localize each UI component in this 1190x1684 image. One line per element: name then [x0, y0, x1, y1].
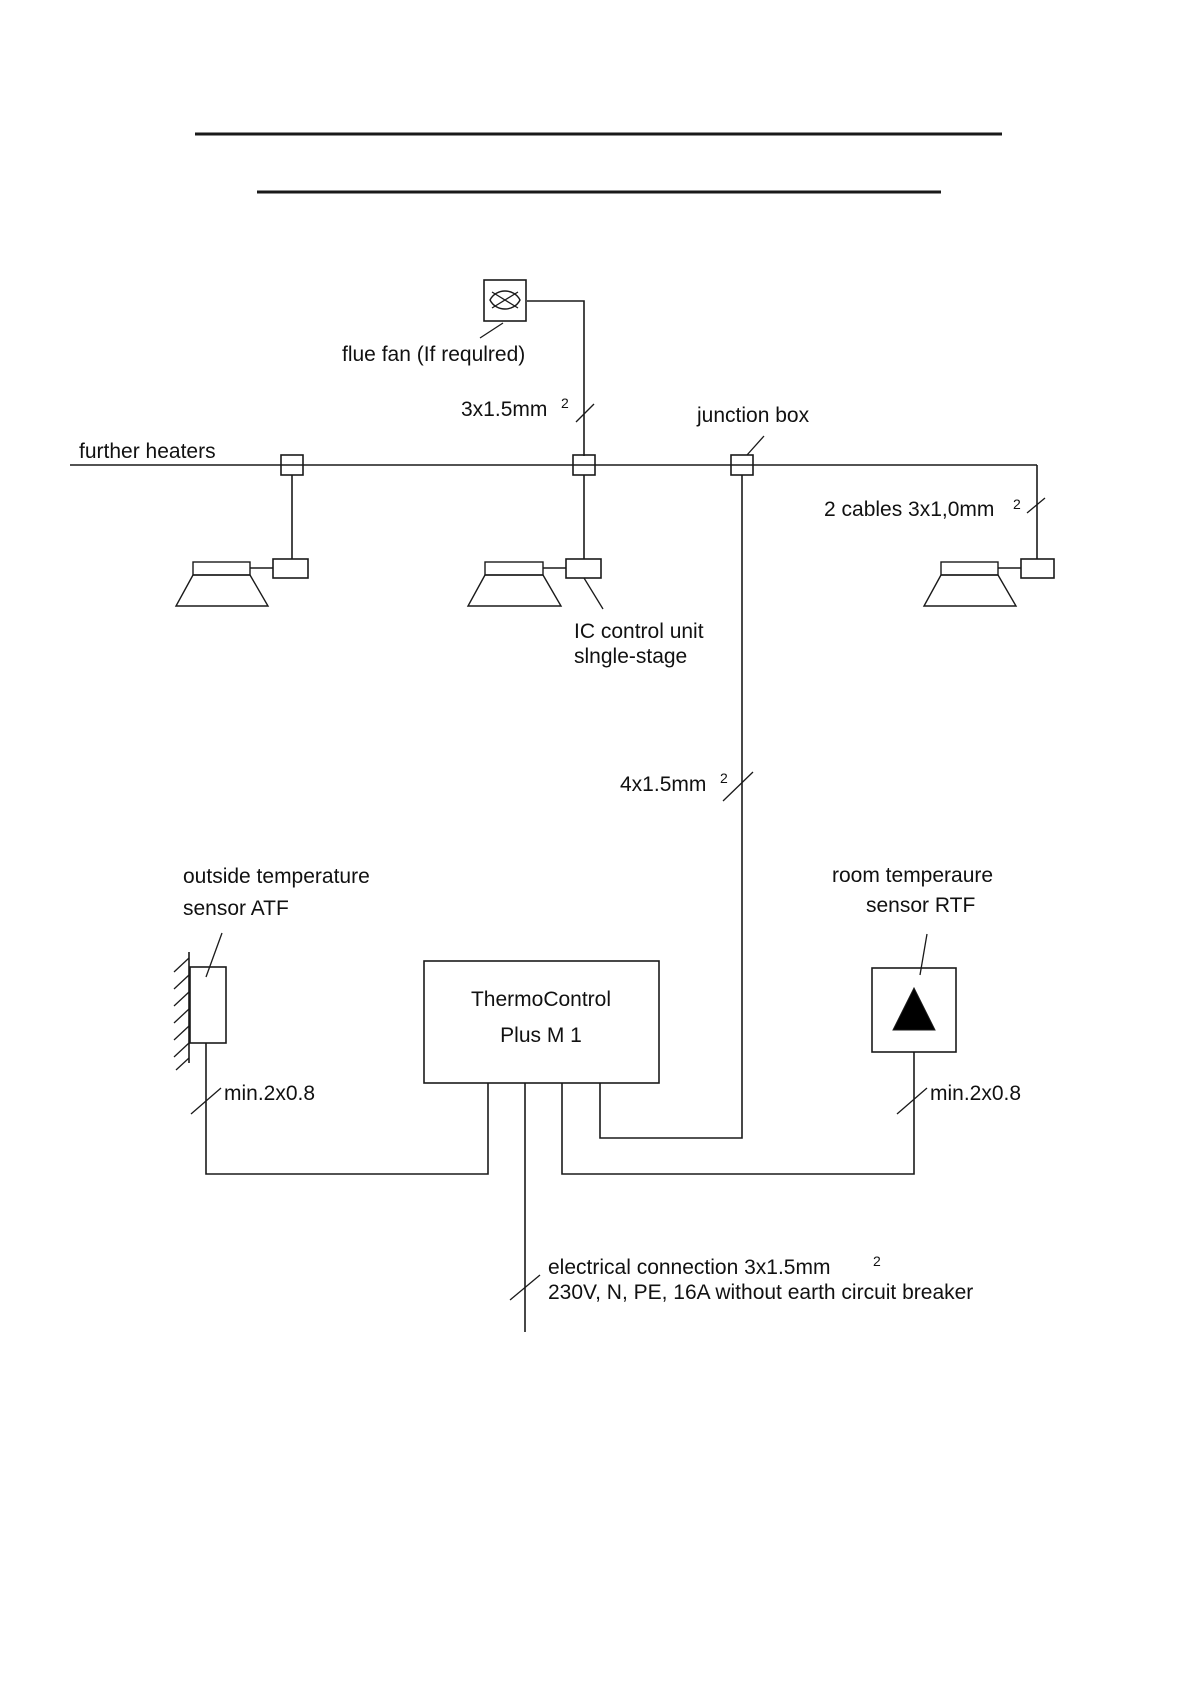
ic-control-leader: [584, 578, 603, 609]
power-label-line1: electrical connection 3x1.5mm: [548, 1256, 830, 1279]
main-cable-label: 4x1.5mm: [620, 773, 706, 796]
room-sensor-label-line2: sensor RTF: [866, 894, 975, 917]
ic-control-label-line1: IC control unit: [574, 620, 704, 643]
flue-fan-label: flue fan (If requlred): [342, 343, 525, 366]
room-sensor-label-line1: room temperaure: [832, 864, 993, 887]
flue-fan-cable: [527, 301, 584, 456]
flue-fan-cable-tick: [576, 404, 594, 422]
two-cables-sup: 2: [1013, 496, 1021, 512]
flue-fan-cable-label: 3x1.5mm: [461, 398, 547, 421]
outside-sensor-cable-label: min.2x0.8: [224, 1082, 315, 1105]
outside-sensor-label-line1: outside temperature: [183, 865, 370, 888]
flue-fan-leader: [480, 323, 503, 338]
flue-fan-icon: [484, 280, 526, 321]
outside-sensor-wall-icon: [174, 952, 189, 1070]
ic-control-label-line2: slngle-stage: [574, 645, 687, 668]
ic-control-unit-1: [273, 559, 308, 578]
outside-sensor-atf: [190, 967, 226, 1043]
main-cable: [600, 475, 742, 1138]
power-label-sup: 2: [873, 1253, 881, 1269]
bus-right-drop-tick: [1027, 498, 1045, 513]
junction-box-leader: [747, 436, 764, 455]
controller-label-line2: Plus M 1: [500, 1024, 582, 1047]
room-sensor-leader: [920, 934, 927, 975]
ic-control-unit-2: [566, 559, 601, 578]
room-sensor-cable: [562, 1052, 914, 1174]
outside-sensor-leader: [206, 933, 222, 977]
thermocontrol-unit: [424, 961, 659, 1083]
flue-fan-cable-sup: 2: [561, 395, 569, 411]
main-cable-sup: 2: [720, 770, 728, 786]
further-heaters-label: further heaters: [79, 440, 216, 463]
ic-control-unit-3: [1021, 559, 1054, 578]
room-sensor-cable-tick: [897, 1088, 927, 1114]
outside-sensor-label-line2: sensor ATF: [183, 897, 289, 920]
outside-sensor-cable: [206, 1043, 488, 1174]
power-label-line2: 230V, N, PE, 16A without earth circuit b…: [548, 1281, 973, 1304]
junction-box-label: junction box: [696, 404, 810, 427]
room-sensor-cable-label: min.2x0.8: [930, 1082, 1021, 1105]
two-cables-label: 2 cables 3x1,0mm: [824, 498, 994, 521]
room-sensor-triangle-icon: [893, 988, 935, 1030]
controller-label-line1: ThermoControl: [471, 988, 611, 1011]
